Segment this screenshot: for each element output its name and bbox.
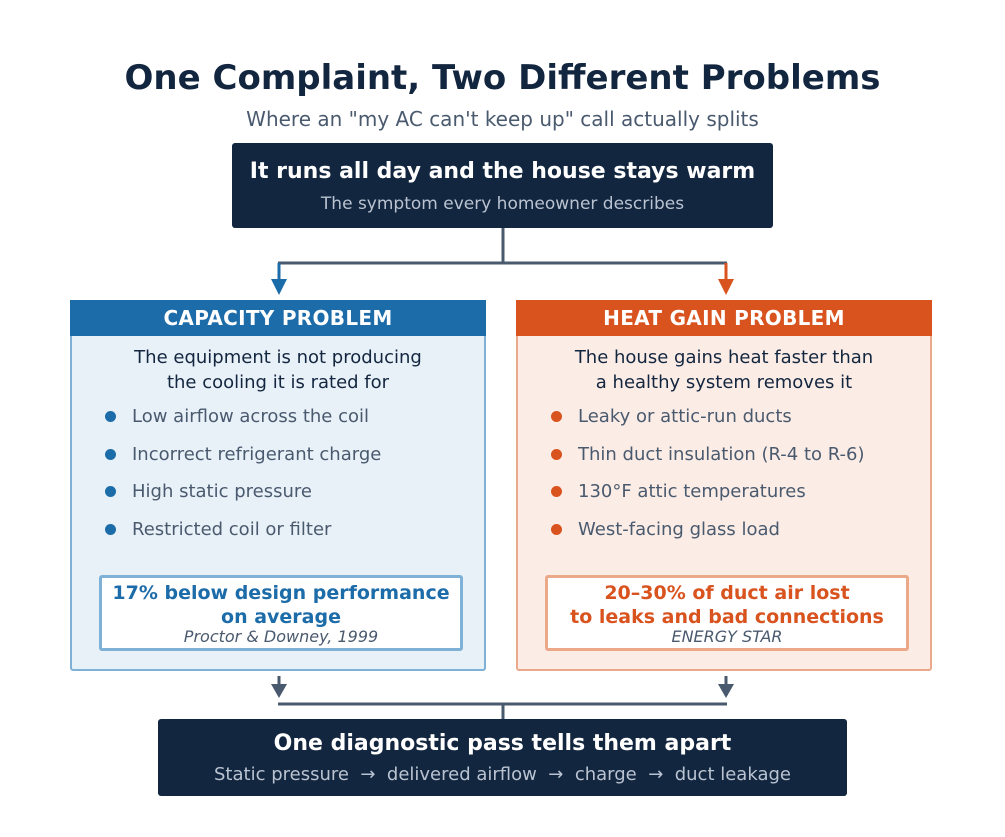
page-title: One Complaint, Two Different Problems <box>124 58 881 98</box>
list-item-label: Incorrect refrigerant charge <box>132 443 382 465</box>
capacity-desc-line1: The equipment is not producing <box>134 347 422 368</box>
bullet-icon <box>551 448 562 460</box>
capacity-stat: 17% below design performance on average <box>92 581 470 629</box>
heat-gain-stat-box: 20–30% of duct air lost to leaks and bad… <box>545 575 909 651</box>
bullet-icon <box>105 448 116 460</box>
list-item-label: West-facing glass load <box>578 518 780 540</box>
list-item-label: Leaky or attic-run ducts <box>578 406 792 427</box>
symptom-box: It runs all day and the house stays warm… <box>232 143 773 228</box>
diagnostic-title: One diagnostic pass tells them apart <box>273 731 732 756</box>
merge-left-head <box>271 684 287 698</box>
bullet-icon <box>551 523 562 535</box>
page-subtitle: Where an "my AC can't keep up" call actu… <box>246 107 759 131</box>
heat-gain-panel: HEAT GAIN PROBLEM The house gains heat f… <box>516 300 932 671</box>
list-item: High static pressure <box>102 477 381 515</box>
list-item-label: Low airflow across the coil <box>132 406 369 427</box>
capacity-desc-line2: the cooling it is rated for <box>166 372 390 393</box>
diagnostic-box: One diagnostic pass tells them apart Sta… <box>158 719 847 796</box>
heat-gain-stat-line1: 20–30% of duct air lost <box>604 582 850 604</box>
heat-gain-header: HEAT GAIN PROBLEM <box>516 300 932 336</box>
list-item: 130°F attic temperatures <box>548 477 864 515</box>
bullet-icon <box>551 411 562 422</box>
bullet-icon <box>551 486 562 497</box>
merge-right-head <box>718 684 734 698</box>
right-arrow-head <box>718 279 734 295</box>
list-item: Leaky or attic-run ducts <box>548 402 864 440</box>
heat-gain-stat-line2: to leaks and bad connections <box>570 606 884 628</box>
bullet-icon <box>105 486 116 497</box>
symptom-title: It runs all day and the house stays warm <box>249 159 756 184</box>
capacity-list: Low airflow across the coil Incorrect re… <box>102 402 381 552</box>
diagnostic-steps: Static pressure → delivered airflow → ch… <box>214 764 791 785</box>
list-item: Incorrect refrigerant charge <box>102 440 381 478</box>
list-item-label: High static pressure <box>132 481 312 502</box>
list-item: Restricted coil or filter <box>102 515 381 553</box>
bullet-icon <box>105 411 116 422</box>
capacity-stat-box: 17% below design performance on average … <box>99 575 463 651</box>
heat-gain-stat: 20–30% of duct air lost to leaks and bad… <box>538 581 916 629</box>
list-item: Thin duct insulation (R-4 to R-6) <box>548 440 864 478</box>
capacity-description: The equipment is not producing the cooli… <box>72 345 484 395</box>
bullet-icon <box>105 523 116 535</box>
list-item-label: Thin duct insulation (R-4 to R-6) <box>578 443 865 465</box>
capacity-panel: CAPACITY PROBLEM The equipment is not pr… <box>70 300 486 671</box>
left-arrow-head <box>271 279 287 295</box>
capacity-header: CAPACITY PROBLEM <box>70 300 486 336</box>
symptom-subtitle: The symptom every homeowner describes <box>320 194 685 214</box>
list-item: West-facing glass load <box>548 515 864 553</box>
heat-gain-desc-line2: a healthy system removes it <box>595 372 853 393</box>
list-item-label: 130°F attic temperatures <box>578 481 806 502</box>
heat-gain-desc-line1: The house gains heat faster than <box>574 347 874 368</box>
heat-gain-source: ENERGY STAR <box>671 627 783 646</box>
list-item-label: Restricted coil or filter <box>132 518 332 540</box>
capacity-source: Proctor & Downey, 1999 <box>183 627 379 646</box>
heat-gain-list: Leaky or attic-run ducts Thin duct insul… <box>548 402 864 552</box>
list-item: Low airflow across the coil <box>102 402 381 440</box>
capacity-stat-line2: on average <box>221 606 341 628</box>
heat-gain-description: The house gains heat faster than a healt… <box>518 345 930 395</box>
capacity-stat-line1: 17% below design performance <box>112 582 450 604</box>
